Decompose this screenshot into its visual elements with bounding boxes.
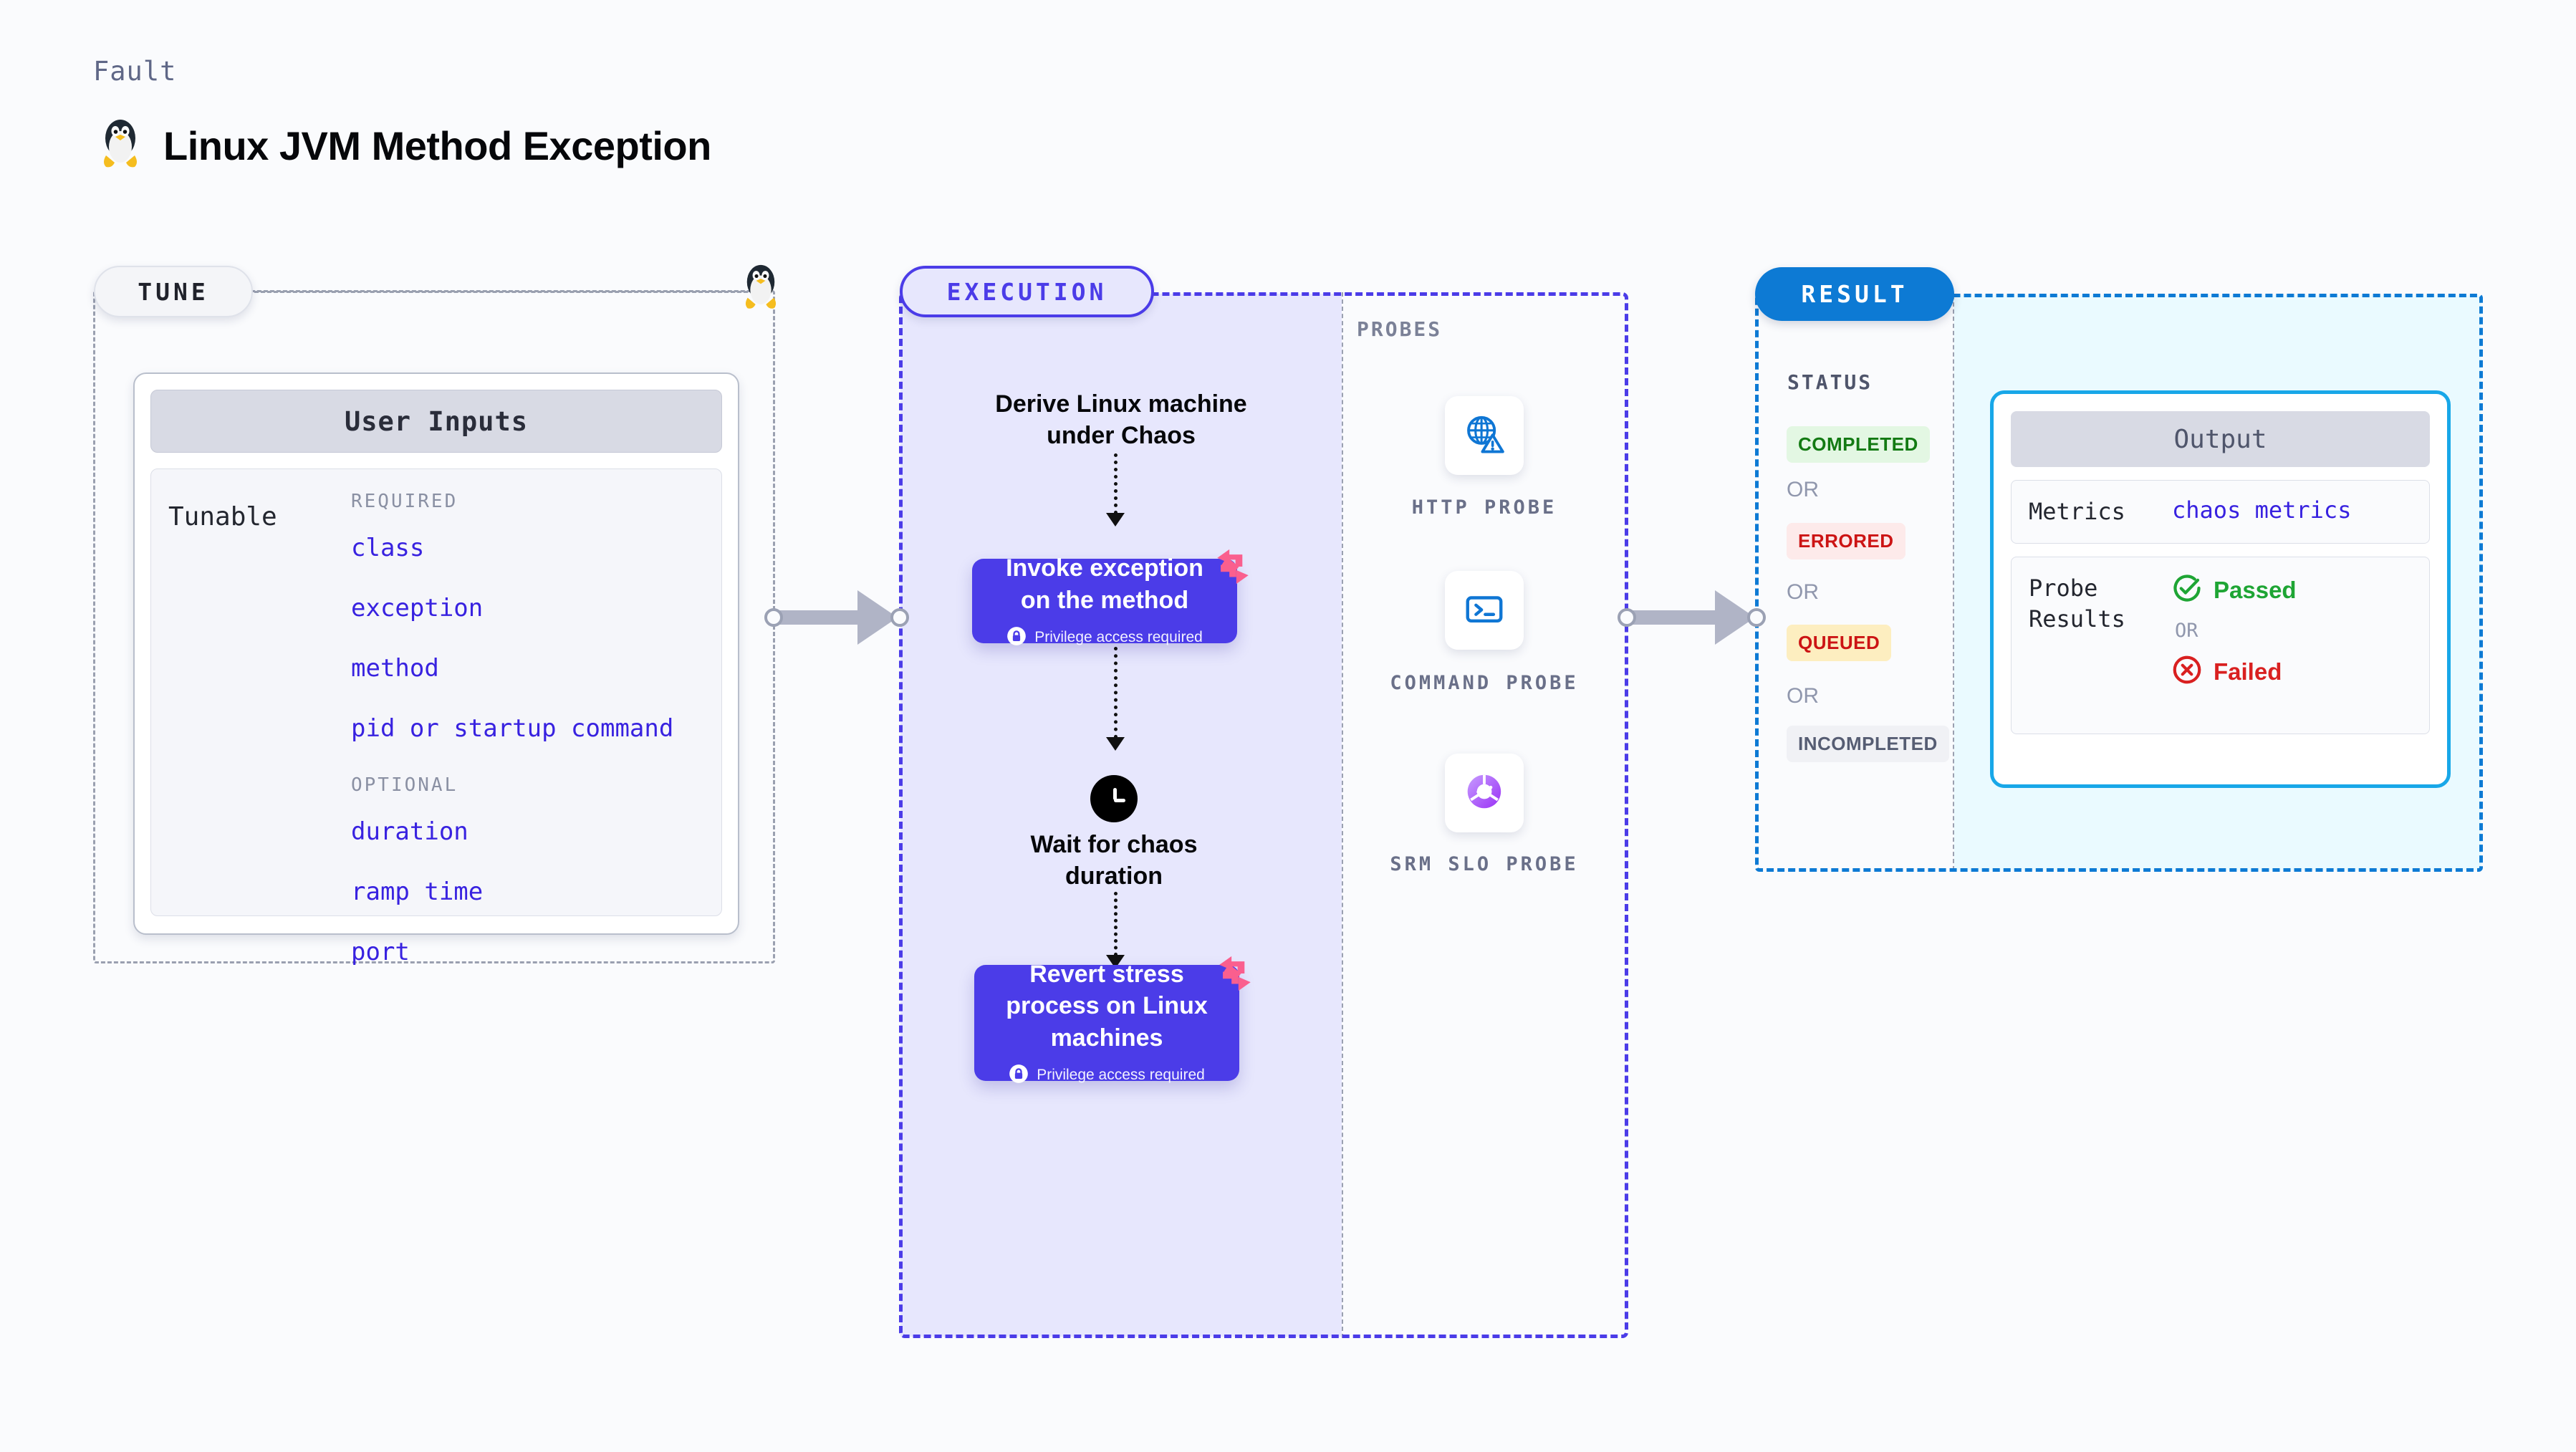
probe-results-values: Passed OR Failed (2172, 573, 2412, 718)
tune-top-connector (254, 291, 761, 293)
connector-tune-to-execution (764, 587, 909, 652)
execution-panel (899, 292, 1628, 1338)
connector-dot-start (1618, 608, 1636, 627)
slo-donut-check-icon (1462, 769, 1506, 817)
harness-logo-icon (1214, 953, 1256, 998)
status-or-1: OR (1787, 478, 1819, 501)
probe-tile-command[interactable] (1445, 571, 1524, 650)
fault-kicker: Fault (93, 56, 177, 87)
probe-tile-srm-slo[interactable] (1445, 754, 1524, 832)
output-row-metrics: Metrics chaos metrics (2011, 480, 2430, 544)
lock-icon (1006, 626, 1027, 650)
connector-dot-start (764, 608, 783, 627)
connector-dot-end (1747, 608, 1766, 627)
connector-bar (1626, 610, 1730, 625)
output-key-metrics: Metrics (2029, 498, 2125, 525)
probe-label-http: HTTP PROBE (1411, 496, 1557, 519)
execution-pill[interactable]: EXECUTION (900, 266, 1154, 317)
probe-tile-http[interactable] (1445, 396, 1524, 475)
probe-result-or: OR (2175, 620, 2198, 643)
privilege-row: Privilege access required (1006, 626, 1203, 650)
status-badge-queued: QUEUED (1787, 625, 1892, 661)
output-header: Output (2011, 411, 2430, 467)
probe-label-command: COMMAND PROBE (1390, 672, 1579, 694)
tunable-item-duration[interactable]: duration (351, 817, 468, 846)
result-panel (1755, 294, 2483, 872)
tunable-item-pid-or-startup-command[interactable]: pid or startup command (351, 714, 674, 743)
result-status-column (1756, 295, 1954, 870)
tunable-item-exception[interactable]: exception (351, 594, 484, 622)
status-heading: STATUS (1787, 370, 1873, 394)
tunable-row-label: Tunable (168, 502, 277, 532)
tune-pill[interactable]: TUNE (94, 266, 253, 317)
connector-dot-end (890, 608, 909, 627)
group-heading-required: REQUIRED (351, 491, 458, 512)
tunable-list: REQUIRED class exception method pid or s… (351, 491, 704, 966)
probe-result-passed-label: Passed (2214, 576, 2297, 603)
status-badge-incompleted: INCOMPLETED (1787, 726, 1949, 762)
result-pill[interactable]: RESULT (1755, 267, 1954, 321)
status-badge-errored: ERRORED (1787, 523, 1905, 559)
status-or-2: OR (1787, 580, 1819, 604)
status-or-3: OR (1787, 684, 1819, 708)
group-heading-optional: OPTIONAL (351, 774, 458, 796)
probe-result-failed: Failed (2172, 655, 2412, 688)
user-inputs-header: User Inputs (150, 390, 722, 453)
probe-result-passed: Passed (2172, 573, 2412, 607)
tunable-box: Tunable REQUIRED class exception method … (150, 468, 722, 966)
terminal-icon (1462, 587, 1506, 635)
tunable-item-ramp-time[interactable]: ramp time (351, 878, 484, 906)
linux-penguin-icon (97, 118, 143, 173)
privilege-text: Privilege access required (1037, 1067, 1205, 1084)
lock-icon (1009, 1064, 1029, 1087)
tunable-item-method[interactable]: method (351, 654, 439, 683)
globe-warning-icon (1462, 412, 1506, 460)
probe-result-failed-label: Failed (2214, 658, 2282, 685)
x-circle-icon (2172, 655, 2202, 688)
output-value-metrics[interactable]: chaos metrics (2172, 496, 2352, 524)
user-inputs-card: User Inputs Tunable REQUIRED class excep… (133, 372, 739, 966)
page-title-text: Linux JVM Method Exception (163, 123, 711, 168)
check-circle-icon (2172, 573, 2202, 607)
connector-bar (773, 610, 873, 625)
tunable-item-class[interactable]: class (351, 534, 425, 562)
page-title: Linux JVM Method Exception (97, 118, 711, 173)
privilege-text: Privilege access required (1034, 629, 1203, 646)
probe-label-srm-slo: SRM SLO PROBE (1390, 853, 1579, 875)
harness-logo-icon (1212, 546, 1254, 591)
clock-icon (1090, 775, 1138, 822)
probes-heading: PROBES (1357, 317, 1443, 341)
connector-execution-to-result (1618, 587, 1768, 652)
tunable-item-port[interactable]: port (351, 938, 410, 966)
status-badge-completed: COMPLETED (1787, 426, 1930, 463)
privilege-row: Privilege access required (1009, 1064, 1205, 1087)
linux-penguin-icon (739, 264, 782, 314)
